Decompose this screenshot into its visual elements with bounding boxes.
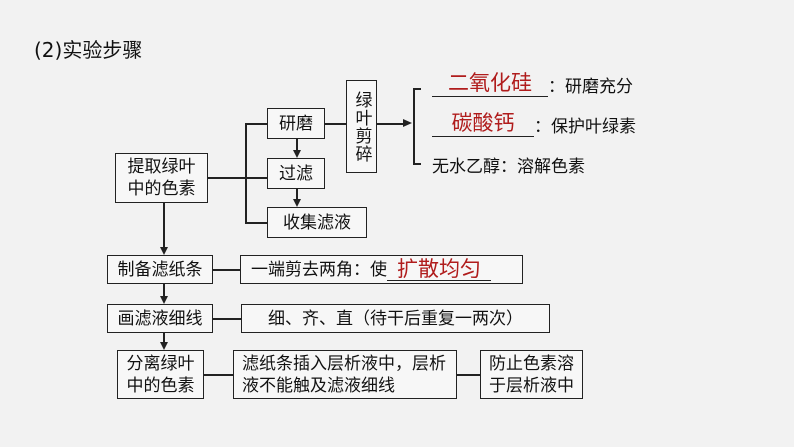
paper-note: 一端剪去两角：使 — [251, 259, 387, 280]
paper-note-box: 一端剪去两角：使 扩散均匀 — [240, 255, 523, 284]
arrow-down-icon — [293, 150, 301, 158]
separate-label: 分离绿叶中的色素 — [126, 353, 195, 396]
filter-label: 过滤 — [279, 163, 313, 184]
separate-reason-box: 防止色素溶于层析液中 — [480, 350, 583, 399]
paper-box: 制备滤纸条 — [107, 255, 213, 284]
grind-box: 研磨 — [267, 108, 325, 139]
connector — [213, 269, 240, 271]
reagent-name: 无水乙醇 — [432, 157, 500, 177]
reagent-desc: ：溶解色素 — [500, 157, 585, 177]
filter-box: 过滤 — [267, 158, 325, 189]
bracket — [413, 88, 421, 90]
extract-box: 提取绿叶中的色素 — [115, 153, 208, 203]
line-note-box: 细、齐、直（待干后重复一两次） — [241, 304, 550, 333]
reagent-row: 无水乙醇 ：溶解色素 — [432, 152, 585, 177]
reagent-row: 碳酸钙 ：保护叶绿素 — [432, 110, 636, 137]
cut-label: 绿叶剪碎 — [351, 90, 372, 163]
separate-reason: 防止色素溶于层析液中 — [489, 353, 574, 396]
bracket — [413, 88, 415, 164]
cut-box: 绿叶剪碎 — [346, 80, 377, 173]
connector — [245, 123, 267, 125]
separate-note-box: 滤纸条插入层析液中，层析液不能触及滤液细线 — [233, 350, 457, 399]
connector — [245, 222, 267, 224]
collect-box: 收集滤液 — [267, 207, 367, 238]
separate-box: 分离绿叶中的色素 — [117, 350, 204, 399]
connector — [245, 123, 247, 223]
connector — [213, 318, 241, 320]
collect-label: 收集滤液 — [283, 212, 351, 233]
reagent-desc: ：保护叶绿素 — [534, 117, 636, 137]
connector — [163, 284, 165, 297]
answer-blank: 二氧化硅 — [432, 70, 548, 97]
arrow-down-icon — [160, 247, 168, 255]
arrow-down-icon — [293, 199, 301, 207]
answer-blank: 碳酸钙 — [432, 110, 534, 137]
reagent-row: 二氧化硅 ：研磨充分 — [432, 70, 633, 97]
connector — [296, 139, 298, 151]
connector — [204, 374, 233, 376]
line-label: 画滤液细线 — [117, 308, 203, 329]
line-box: 画滤液细线 — [107, 304, 213, 333]
arrow-down-icon — [160, 342, 168, 350]
connector — [377, 123, 407, 125]
separate-note: 滤纸条插入层析液中，层析液不能触及滤液细线 — [242, 353, 446, 396]
line-note: 细、齐、直（待干后重复一两次） — [268, 308, 523, 329]
reagent-desc: ：研磨充分 — [548, 77, 633, 97]
arrow-right-icon — [403, 119, 412, 127]
section-title: (2)实验步骤 — [34, 38, 143, 62]
connector — [296, 189, 298, 200]
answer-blank: 扩散均匀 — [387, 258, 491, 281]
connector — [457, 374, 480, 376]
connector — [163, 333, 165, 343]
arrow-down-icon — [160, 296, 168, 304]
grind-label: 研磨 — [279, 113, 313, 134]
extract-label: 提取绿叶中的色素 — [127, 157, 196, 199]
paper-label: 制备滤纸条 — [117, 259, 203, 280]
connector — [325, 123, 346, 125]
connector — [208, 177, 267, 179]
bracket — [413, 163, 421, 165]
connector — [163, 203, 165, 248]
